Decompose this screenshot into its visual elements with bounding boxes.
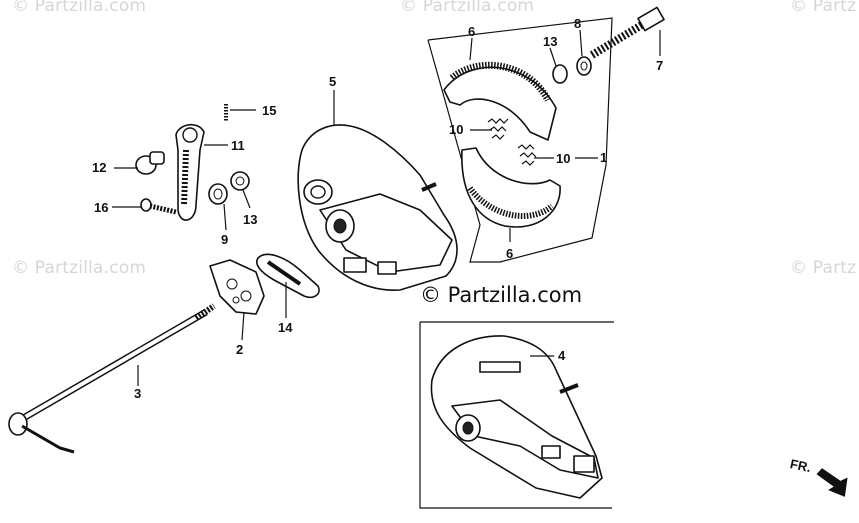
callout-7: 7: [656, 58, 663, 73]
callout-5: 5: [329, 74, 336, 89]
leader-lines: [112, 29, 661, 386]
plate-14: [256, 253, 320, 299]
bolt-16: [140, 198, 177, 215]
watermark: © Partz: [790, 258, 857, 278]
callout-16: 16: [94, 200, 108, 215]
callout-12: 12: [92, 160, 106, 175]
nut-13-top: [552, 64, 568, 84]
watermark: © Partz: [790, 0, 857, 16]
callout-10b: 10: [556, 151, 570, 166]
watermark: © Partzilla.com: [12, 0, 147, 16]
callout-4: 4: [558, 348, 566, 363]
watermark: © Partzilla.com: [12, 258, 147, 278]
spring-upper: [487, 118, 509, 140]
callout-11: 11: [231, 138, 245, 153]
inset-frame: [419, 322, 612, 509]
pin-12: [135, 151, 165, 175]
assembly-bracket-line: [427, 17, 613, 263]
callout-1: 1: [600, 150, 607, 165]
callout-8: 8: [574, 16, 581, 31]
front-direction-arrow: [816, 468, 848, 497]
brake-shoe-lower: [461, 147, 561, 228]
callout-6: 6: [468, 24, 475, 39]
watermark: © Partzilla.com: [400, 0, 535, 16]
callouts: 1 2 3 4 5 6 6 7 8 9 10 10 11 12 13 13 14…: [92, 16, 812, 475]
callout-13: 13: [543, 34, 557, 49]
callout-13b: 13: [243, 212, 257, 227]
brake-panel-assembly: [430, 335, 603, 499]
callout-2: 2: [236, 342, 243, 357]
callout-10: 10: [449, 122, 463, 137]
callout-6b: 6: [506, 246, 513, 261]
brake-cam-bolt: [589, 6, 665, 59]
brake-arm: [175, 123, 205, 221]
credit-text: © Partzilla.com: [420, 283, 583, 307]
callout-14: 14: [278, 320, 293, 335]
direction-label: FR.: [789, 456, 813, 475]
brake-panel: [297, 124, 458, 291]
spring-lower: [517, 144, 537, 166]
brake-shoe-upper: [443, 61, 557, 141]
axle: [8, 303, 216, 454]
callout-9: 9: [221, 232, 228, 247]
callout-3: 3: [134, 386, 141, 401]
callout-15: 15: [262, 103, 276, 118]
adjuster-plate: [209, 259, 265, 315]
